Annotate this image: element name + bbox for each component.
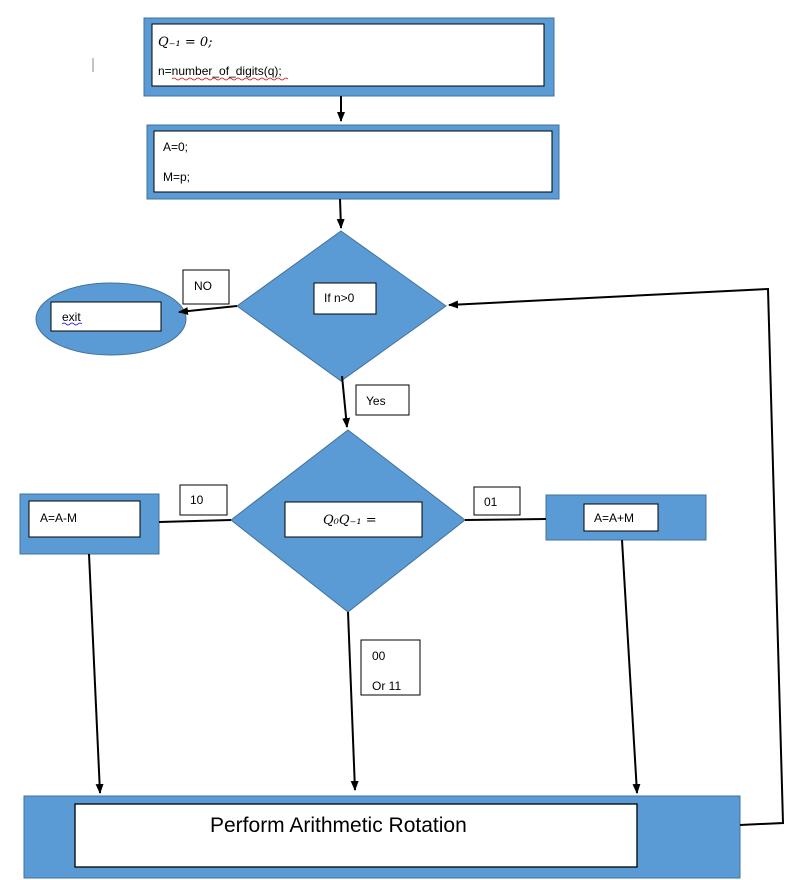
- spellcheck-underline: [61, 322, 83, 326]
- init-block: Q₋₁ = 0; n=number_of_digits(q);: [143, 17, 555, 97]
- arrow-assign-to-loop: [336, 198, 345, 229]
- svg-text:10: 10: [190, 493, 204, 507]
- loop-condition: If n>0: [324, 291, 355, 305]
- subtract-label: A=A-M: [40, 511, 77, 525]
- label-01: 01: [473, 486, 521, 516]
- no-label: NO: [182, 269, 230, 305]
- yes-label: Yes: [355, 384, 410, 416]
- bit-condition: Q₀Q₋₁ =: [323, 513, 377, 528]
- assign-m: M=p;: [163, 170, 190, 184]
- line-bit-to-add: [464, 518, 547, 521]
- loop-decision: If n>0: [236, 230, 447, 382]
- label-10: 10: [179, 484, 228, 516]
- subtract-block: A=A-M: [19, 493, 160, 555]
- assign-block: A=0; M=p;: [146, 124, 560, 200]
- add-block: A=A+M: [545, 494, 707, 541]
- assign-a: A=0;: [163, 140, 188, 154]
- arrow-loop-to-exit: [178, 305, 238, 316]
- svg-text:Yes: Yes: [366, 394, 386, 408]
- exit-label: exit: [62, 310, 81, 324]
- svg-text:01: 01: [484, 495, 498, 509]
- label-00-or-11: 00 Or 11: [360, 639, 421, 696]
- svg-text:NO: NO: [194, 279, 212, 293]
- exit-node: exit: [35, 282, 187, 356]
- svg-text:00: 00: [372, 649, 386, 663]
- spellcheck-underline: [171, 77, 289, 81]
- bit-decision: Q₀Q₋₁ =: [230, 429, 466, 613]
- rotation-block: Perform Arithmetic Rotation: [23, 795, 741, 879]
- arrow-subtract-to-rotation: [88, 553, 104, 794]
- line-bit-to-subtract: [158, 519, 232, 523]
- init-n-digits: n=number_of_digits(q);: [158, 64, 282, 78]
- add-label: A=A+M: [594, 511, 634, 525]
- rotation-label: Perform Arithmetic Rotation: [210, 814, 467, 837]
- arrow-bit-to-rotation: [347, 611, 359, 791]
- svg-text:Or 11: Or 11: [372, 679, 401, 693]
- arrow-loop-to-bit: [341, 375, 351, 428]
- arrow-rotation-loop-back: [448, 287, 785, 826]
- arrow-add-to-rotation: [621, 539, 641, 794]
- init-q-minus-1: Q₋₁ = 0;: [158, 35, 213, 50]
